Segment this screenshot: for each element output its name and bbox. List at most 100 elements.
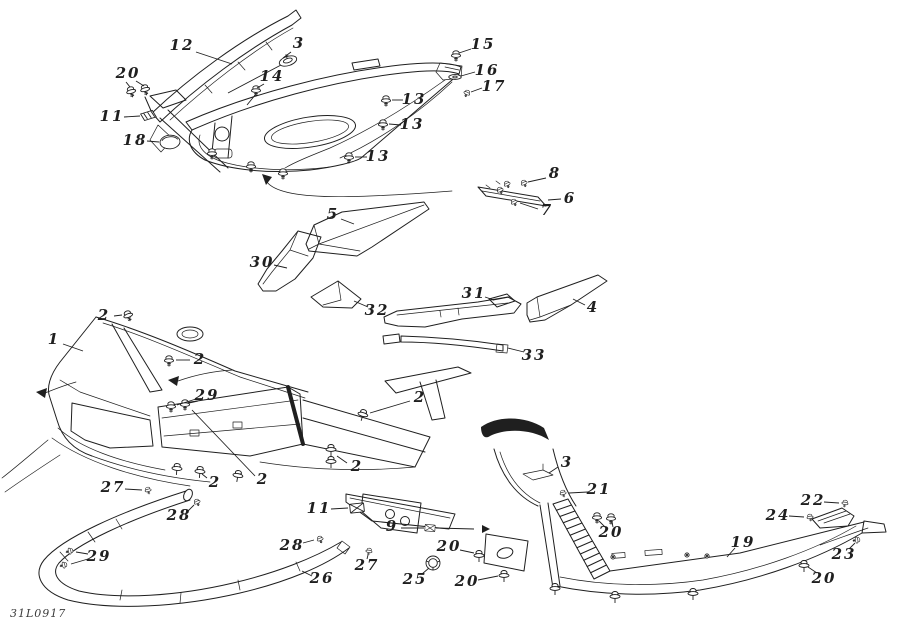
part-deflector-5 (305, 201, 430, 257)
leader-line-20 (611, 521, 614, 528)
part-trim-strip-33 (382, 333, 509, 354)
leader-line-24 (788, 515, 805, 518)
rivet-fastener-icon (610, 554, 616, 560)
bolt-fastener-icon (498, 570, 510, 583)
leader-line-28 (187, 504, 195, 512)
part-deflector-30 (257, 230, 322, 292)
rib-line (562, 516, 579, 524)
screwsm-fastener-icon (462, 89, 471, 98)
rib-line (590, 564, 607, 574)
fastener-glyphs (59, 50, 860, 604)
screw-fastener-icon (165, 401, 177, 413)
screwsm-fastener-icon (144, 486, 152, 495)
callout-leader-lines (62, 48, 856, 581)
dome-fastener-icon (158, 133, 182, 151)
leader-line-15 (458, 48, 472, 54)
leader-line-2 (369, 400, 411, 414)
screwsm-fastener-icon (559, 489, 567, 498)
leader-line-27 (366, 554, 369, 560)
leader-line-6 (547, 198, 562, 201)
screwsm-fastener-icon (365, 548, 372, 556)
leader-line-5 (340, 218, 355, 225)
leader-line-20 (459, 549, 475, 554)
bolt-fastener-icon (473, 550, 485, 563)
screw-fastener-icon (277, 168, 289, 180)
part-hood-panel (176, 58, 463, 342)
leader-line-2 (191, 409, 256, 477)
leader-line-2 (113, 314, 123, 317)
leader-line-11 (330, 507, 349, 510)
rib-line (559, 510, 576, 517)
bolt-fastener-icon (193, 465, 206, 479)
leader-line-3 (548, 466, 559, 474)
bolt-fastener-icon (325, 456, 337, 469)
leader-line-31 (484, 296, 495, 301)
part-deflector-4 (526, 274, 608, 323)
part-bumper-tube (38, 488, 351, 607)
screwsm-fastener-icon (316, 535, 324, 544)
screw-fastener-icon (605, 513, 617, 525)
direction-arrow (262, 174, 272, 185)
leader-line-27 (124, 488, 143, 491)
leader-line-20 (807, 566, 818, 574)
screwsm-fastener-icon (65, 547, 74, 555)
part-running-board-assembly (345, 418, 887, 595)
part-support-bracket (477, 180, 547, 207)
bolt-fastener-icon (355, 407, 370, 423)
screwsm-fastener-icon (520, 179, 529, 188)
rib-line (566, 522, 583, 530)
direction-arrow (482, 525, 490, 533)
bolt-fastener-icon (325, 444, 337, 457)
screw-fastener-icon (121, 308, 136, 324)
leader-line-28 (302, 539, 315, 544)
leader-line-18 (146, 140, 160, 143)
part-windshield-trim (144, 9, 302, 173)
leader-line-19 (726, 547, 736, 558)
screw-fastener-icon (380, 95, 392, 107)
leader-line-22 (823, 501, 840, 504)
leader-line-14 (256, 83, 265, 89)
rib-line (583, 552, 600, 561)
leader-line-7 (519, 202, 539, 210)
leader-line-4 (572, 298, 586, 306)
leader-line-20 (477, 575, 499, 581)
leader-line-2 (336, 455, 348, 464)
leader-line-32 (353, 300, 369, 308)
clipx-fastener-icon (349, 502, 365, 514)
leader-line-8 (527, 177, 547, 183)
part-front-bumper (1, 316, 309, 493)
screwsm-fastener-icon (841, 500, 848, 508)
nut-fastener-icon (425, 555, 441, 571)
screwsm-fastener-icon (193, 498, 202, 507)
rib-line (586, 558, 604, 567)
screw-fastener-icon (450, 50, 462, 62)
leader-line-3 (282, 51, 292, 59)
bolt-fastener-icon (231, 469, 245, 484)
screwsm-fastener-icon (510, 198, 519, 207)
screw-fastener-icon (138, 83, 152, 97)
part-side-molding-31 (383, 293, 522, 328)
washer-fastener-icon (448, 74, 462, 80)
leader-line-20 (598, 520, 606, 528)
heat-shield-ribs (555, 504, 607, 574)
leader-line-12 (195, 51, 233, 65)
leader-line-14 (246, 93, 257, 106)
clipxs-fastener-icon (425, 524, 436, 531)
reference-arrows (36, 174, 490, 533)
part-deflector-32 (310, 280, 362, 309)
direction-arrow (36, 388, 47, 398)
leader-line-21 (568, 491, 589, 494)
leader-line-13 (388, 123, 402, 126)
leader-line-16 (460, 71, 476, 77)
rib-line (576, 540, 593, 549)
leader-line-33 (507, 347, 525, 353)
rib-line (573, 534, 590, 542)
leader-line-30 (273, 264, 288, 269)
leader-line-1 (62, 343, 84, 352)
rivet-fastener-icon (704, 553, 710, 559)
leader-line-11 (123, 115, 141, 118)
bolt-fastener-icon (170, 462, 183, 476)
bolt-fastener-icon (549, 583, 561, 596)
